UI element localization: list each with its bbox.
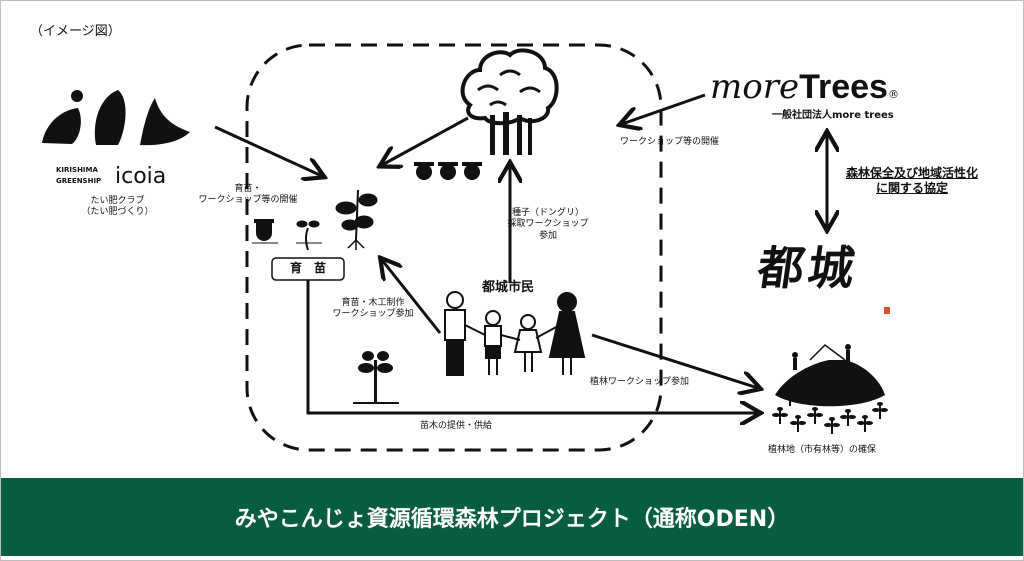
arrow-moretrees-workshop bbox=[622, 93, 706, 124]
agreement-line1: 森林保全及び地域活性化 bbox=[845, 166, 978, 180]
acorn-workshop-line3: 参加 bbox=[538, 230, 557, 241]
woodwork-line2: ワークショップ参加 bbox=[332, 309, 414, 320]
icoia-brand-lines: KIRISHIMA GREENSHIP bbox=[56, 165, 101, 186]
acorn-workshop-line2: 採取ワークショップ bbox=[507, 219, 589, 230]
oak-tree-icon bbox=[460, 48, 559, 155]
planting-site-label: 植林地（市有林等）の確保 bbox=[768, 445, 877, 455]
family-icon bbox=[444, 291, 586, 376]
planting-site-icon bbox=[772, 344, 888, 434]
arrow-icoia-to-seedling bbox=[214, 125, 322, 176]
acorns-icon bbox=[414, 162, 482, 180]
citizens-label: 都城市民 bbox=[482, 280, 535, 295]
acorn-icon bbox=[252, 219, 278, 244]
icoia-caption: たい肥クラブ （たい肥づくり） bbox=[80, 196, 155, 219]
nursery-box-label: 育 苗 bbox=[289, 261, 326, 275]
woodwork-workshop-label: 育苗・木工制作 ワークショップ参加 bbox=[328, 298, 418, 321]
project-boundary bbox=[245, 43, 663, 452]
oak-seedling-icon bbox=[335, 189, 378, 250]
acorn-workshop-label: 種子（ドングリ） 採取ワークショップ 参加 bbox=[500, 208, 596, 242]
arrow-citizens-to-planting bbox=[591, 333, 758, 388]
icoia-caption-line1: たい肥クラブ bbox=[90, 196, 145, 206]
icoia-brand-name: icoia bbox=[115, 164, 167, 189]
moretrees-logo-bold: Trees bbox=[799, 68, 888, 106]
agreement-line2: に関する協定 bbox=[875, 181, 948, 195]
agreement-label: 森林保全及び地域活性化 に関する協定 bbox=[842, 166, 982, 196]
woodwork-line1: 育苗・木工制作 bbox=[341, 298, 405, 308]
acorn-workshop-line1: 種子（ドングリ） bbox=[511, 208, 584, 218]
red-seal bbox=[884, 307, 890, 314]
project-title: みやこんじょ資源循環森林プロジェクト（通称ODEN） bbox=[234, 507, 790, 532]
icoia-caption-line2: （たい肥づくり） bbox=[81, 207, 154, 218]
image-label: （イメージ図） bbox=[30, 24, 121, 39]
icoia-brand-line1: KIRISHIMA bbox=[56, 166, 98, 174]
arrow-seedling-supply bbox=[306, 280, 758, 413]
nursery-workshop-line1: 育苗・ bbox=[234, 184, 262, 194]
moretrees-org-name: 一般社団法人more trees bbox=[772, 110, 894, 121]
nursery-workshop-line2: ワークショップ等の開催 bbox=[198, 195, 298, 206]
icoia-logo-icon bbox=[42, 90, 190, 146]
nursery-box bbox=[271, 257, 345, 281]
moretrees-logo: moreTrees® bbox=[710, 66, 899, 109]
young-tree-icon bbox=[353, 351, 399, 404]
sprout-icon bbox=[296, 220, 322, 251]
moretrees-logo-script: more bbox=[710, 67, 800, 107]
nursery-workshop-label: 育苗・ ワークショップ等の開催 bbox=[188, 184, 308, 207]
arrow-tree-to-seedling bbox=[382, 116, 469, 165]
seedling-supply-label: 苗木の提供・供給 bbox=[420, 421, 493, 431]
miyakonojo-calligraphy: 都城 bbox=[754, 241, 862, 295]
planting-workshop-label: 植林ワークショップ参加 bbox=[590, 377, 690, 387]
icoia-brand-line2: GREENSHIP bbox=[56, 176, 102, 185]
project-title-banner: みやこんじょ資源循環森林プロジェクト（通称ODEN） bbox=[1, 478, 1023, 556]
moretrees-workshop-label: ワークショップ等の開催 bbox=[620, 137, 720, 147]
arrow-citizens-to-nursery bbox=[382, 260, 442, 334]
moretrees-logo-mark: ® bbox=[887, 88, 899, 101]
